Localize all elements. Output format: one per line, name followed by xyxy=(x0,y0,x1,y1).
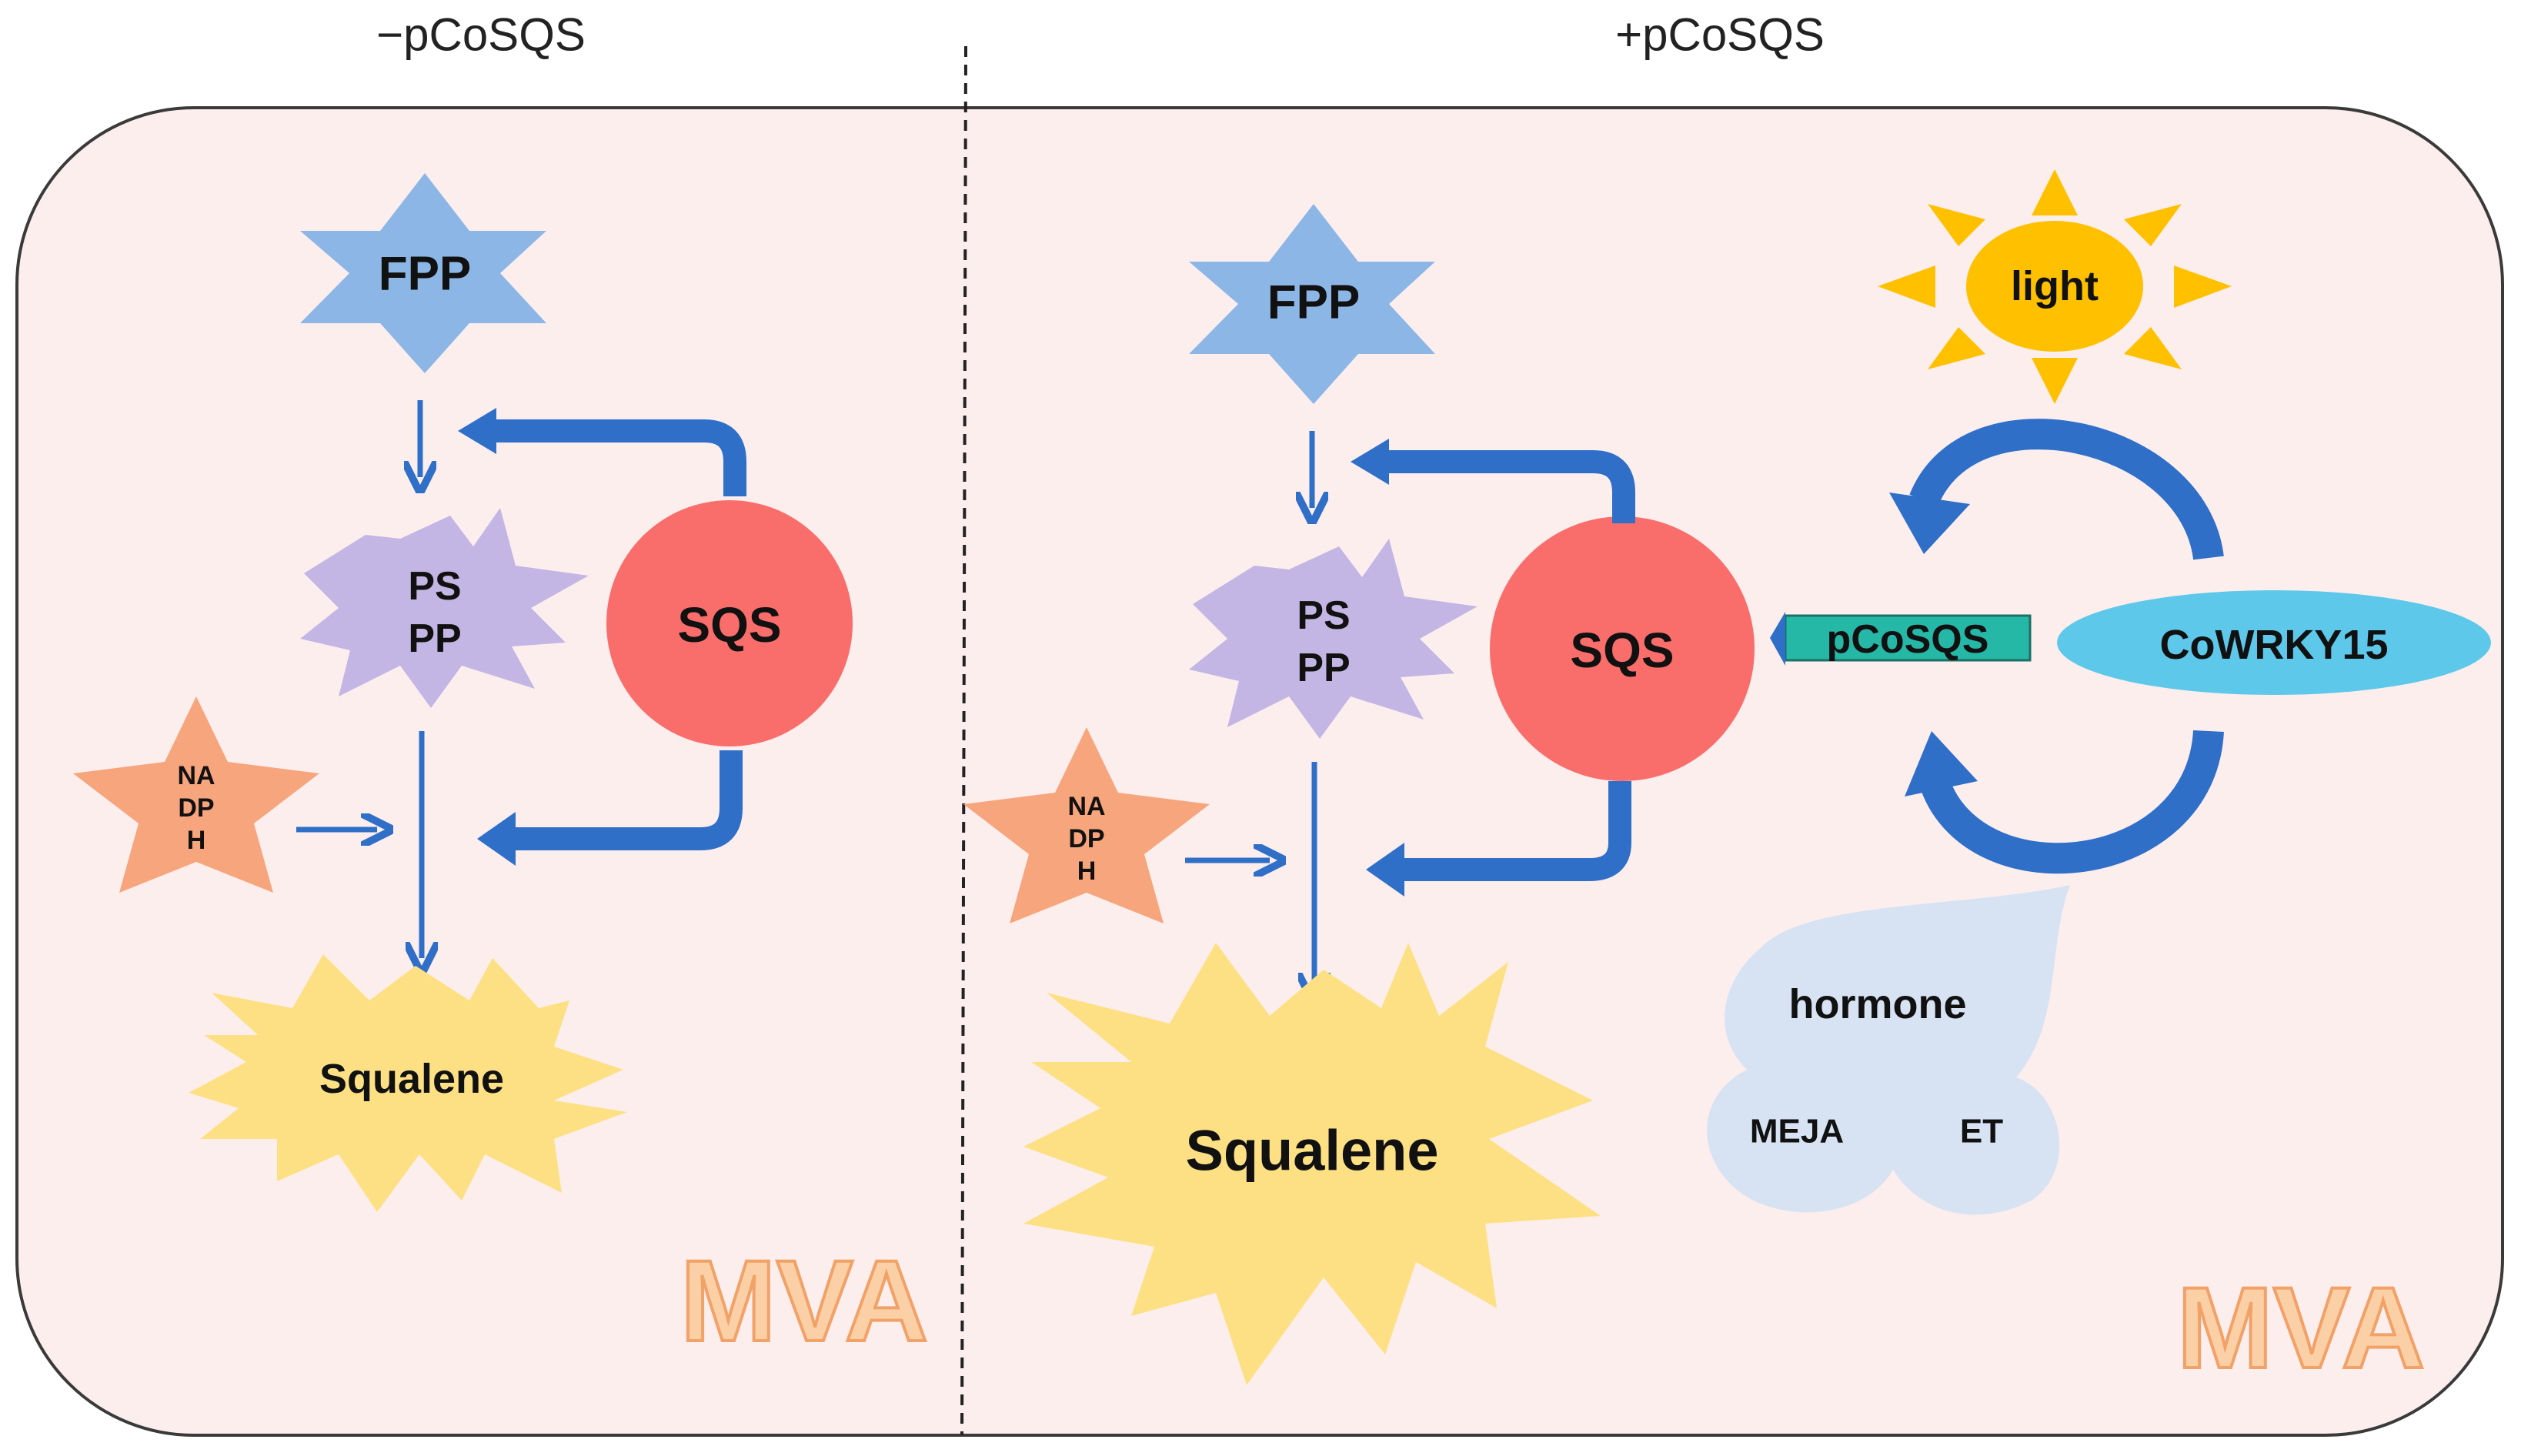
meja-label: MEJA xyxy=(1750,1113,1844,1150)
nadph-label-line2: DP xyxy=(178,793,214,823)
nadph-label-line1: NA xyxy=(177,761,215,790)
nadph-label-line2: DP xyxy=(1068,824,1104,853)
tf-cowrky15 xyxy=(2057,590,2491,695)
promoter-arrowhead xyxy=(1770,612,1785,666)
sqs-feedback-arrow-lower xyxy=(1404,781,1631,881)
et-label: ET xyxy=(1960,1113,2003,1150)
sqs-label: SQS xyxy=(1570,623,1674,678)
sqs-enzyme xyxy=(1490,516,1755,781)
psspp-label-line1: PS xyxy=(408,564,461,609)
squalene-label: Squalene xyxy=(1186,1119,1439,1183)
sqs-feedback-arrowhead-lower xyxy=(477,812,516,866)
left-pathway: FPP PS PP SQS NA DP H Squalene MVA xyxy=(73,173,930,1367)
sqs-feedback-arrow-upper xyxy=(496,419,746,496)
sun-icon xyxy=(1878,169,2232,404)
hormone-regulation-arrowhead xyxy=(1905,731,1978,796)
psspp-label-line1: PS xyxy=(1297,593,1350,638)
fpp-label: FPP xyxy=(1267,276,1361,329)
fpp-label: FPP xyxy=(379,248,472,301)
sqs-enzyme xyxy=(606,500,853,746)
hormone-label: hormone xyxy=(1788,981,1966,1027)
nadph-shape xyxy=(73,696,319,893)
promoter-label: pCoSQS xyxy=(1827,617,1989,662)
nadph-label-line3: H xyxy=(1077,857,1097,886)
mva-label: MVA xyxy=(2177,1263,2425,1392)
squalene-shape xyxy=(189,954,627,1212)
psspp-shape xyxy=(300,508,589,708)
mva-label: MVA xyxy=(680,1236,928,1365)
sqs-feedback-arrow-upper xyxy=(1389,450,1635,523)
left-panel-title: −pCoSQS xyxy=(376,9,586,61)
sqs-feedback-arrow-lower xyxy=(516,750,743,850)
light-regulation-arrow xyxy=(1909,419,2224,561)
sqs-label: SQS xyxy=(677,597,781,653)
right-panel-title: +pCoSQS xyxy=(1615,9,1825,61)
nadph-label-line3: H xyxy=(187,826,206,855)
light-regulation-arrowhead xyxy=(1889,493,1970,554)
tf-label: CoWRKY15 xyxy=(2159,622,2388,668)
psspp-label-line2: PP xyxy=(408,616,461,661)
squalene-label: Squalene xyxy=(319,1056,504,1102)
light-label: light xyxy=(2011,263,2099,309)
fpp-shape xyxy=(300,173,546,373)
promoter-box xyxy=(1784,614,2032,662)
psspp-label-line2: PP xyxy=(1297,646,1350,690)
squalene-shape xyxy=(1023,943,1601,1385)
sqs-feedback-arrowhead-upper xyxy=(458,408,496,454)
fpp-shape xyxy=(1189,204,1435,404)
panel-divider xyxy=(960,45,967,1436)
hormone-regulation-arrow xyxy=(1921,730,2224,874)
right-pathway: FPP PS PP SQS NA DP H Squalene pCoSQS xyxy=(963,169,2491,1394)
hormone-cloud xyxy=(1706,885,2070,1215)
nadph-shape xyxy=(963,727,1210,923)
nadph-label-line1: NA xyxy=(1067,792,1105,821)
sqs-feedback-arrowhead-upper xyxy=(1351,439,1389,485)
psspp-shape xyxy=(1189,539,1478,739)
sqs-feedback-arrowhead-lower xyxy=(1366,843,1404,897)
